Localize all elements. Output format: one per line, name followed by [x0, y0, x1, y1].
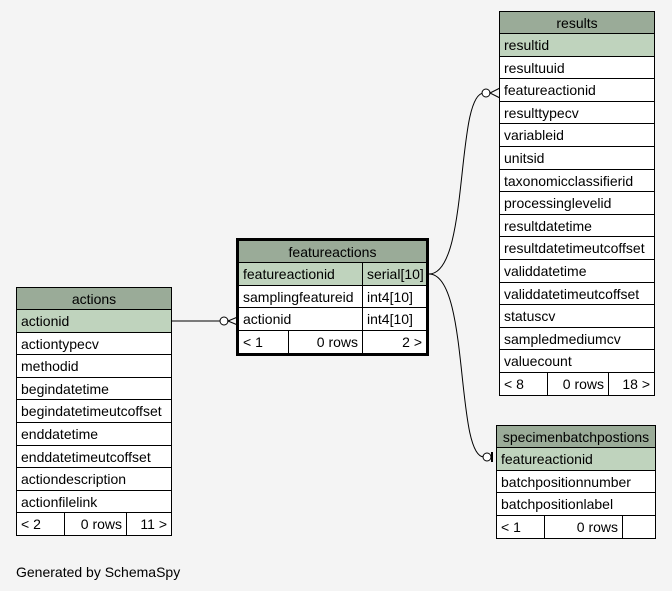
column-actionid[interactable]: actionid: [17, 310, 171, 333]
column-validdatetime[interactable]: validdatetime: [500, 259, 654, 283]
column-validdatetimeutcoffset[interactable]: validdatetimeutcoffset: [500, 282, 654, 306]
table-header[interactable]: results: [500, 12, 654, 34]
link-specimen-featureactions: [428, 273, 485, 458]
row-count: 0 rows: [289, 330, 363, 353]
table-footer: < 8 0 rows 18 >: [500, 372, 654, 395]
column-featureactionid[interactable]: featureactionid: [497, 448, 655, 471]
generated-by-label: Generated by SchemaSpy: [16, 564, 181, 580]
column-begindatetimeutcoffset[interactable]: begindatetimeutcoffset: [17, 400, 171, 423]
table-footer: < 1 0 rows 2 >: [239, 330, 426, 353]
column-type: serial[10]: [367, 266, 424, 282]
row-count: 0 rows: [65, 513, 127, 536]
column-batchpositionnumber[interactable]: batchpositionnumber: [497, 470, 655, 494]
link-crowfoot-marker: [488, 87, 501, 99]
column-variableid[interactable]: variableid: [500, 124, 654, 147]
column-enddatetime[interactable]: enddatetime: [17, 422, 171, 446]
column-name: actionid: [239, 308, 363, 330]
column-valuecount[interactable]: valuecount: [500, 350, 654, 373]
children-count[interactable]: [623, 516, 655, 538]
table-footer: < 2 0 rows 11 >: [17, 513, 171, 536]
column-statuscv[interactable]: statuscv: [500, 305, 654, 328]
column-enddatetimeutcoffset[interactable]: enddatetimeutcoffset: [17, 445, 171, 469]
column-actiondescription[interactable]: actiondescription: [17, 468, 171, 491]
column-taxonomicclassifierid[interactable]: taxonomicclassifierid: [500, 169, 654, 193]
column-featureactionid[interactable]: featureactionid: [500, 79, 654, 102]
column-resultdatetimeutcoffset[interactable]: resultdatetimeutcoffset: [500, 237, 654, 260]
children-count[interactable]: 18 >: [622, 375, 650, 392]
column-resultdatetime[interactable]: resultdatetime: [500, 214, 654, 238]
link-optional-marker: [482, 452, 492, 462]
column-actiontypecv[interactable]: actiontypecv: [17, 332, 171, 356]
table-footer: < 1 0 rows: [497, 515, 655, 538]
table-header[interactable]: specimenbatchpostions: [497, 426, 655, 448]
column-type: int4[10]: [367, 288, 413, 305]
row-count: 0 rows: [548, 372, 609, 395]
column-sampledmediumcv[interactable]: sampledmediumcv: [500, 327, 654, 351]
link-optional-marker: [481, 88, 491, 98]
children-count[interactable]: 11 >: [140, 516, 167, 533]
table-header[interactable]: actions: [17, 288, 171, 310]
column-processinglevelid[interactable]: processinglevelid: [500, 192, 654, 215]
column-name: featureactionid: [239, 263, 363, 285]
column-batchpositionlabel[interactable]: batchpositionlabel: [497, 493, 655, 516]
link-results-featureactions: [428, 92, 485, 275]
parents-count[interactable]: < 2: [17, 513, 65, 536]
parents-count[interactable]: < 1: [497, 515, 545, 538]
column-type: int4[10]: [367, 311, 413, 328]
parents-count[interactable]: < 8: [500, 372, 548, 395]
column-resulttypecv[interactable]: resulttypecv: [500, 101, 654, 125]
row-count: 0 rows: [545, 515, 623, 538]
column-unitsid[interactable]: unitsid: [500, 146, 654, 170]
column-name: samplingfeatureid: [239, 285, 363, 308]
column-resultid[interactable]: resultid: [500, 34, 654, 57]
column-methodid[interactable]: methodid: [17, 355, 171, 378]
column-actionfilelink[interactable]: actionfilelink: [17, 490, 171, 514]
column-resultuuid[interactable]: resultuuid: [500, 56, 654, 80]
column-begindatetime[interactable]: begindatetime: [17, 377, 171, 401]
table-header[interactable]: featureactions: [239, 241, 426, 263]
children-count[interactable]: 2 >: [402, 333, 422, 350]
parents-count[interactable]: < 1: [239, 330, 289, 353]
